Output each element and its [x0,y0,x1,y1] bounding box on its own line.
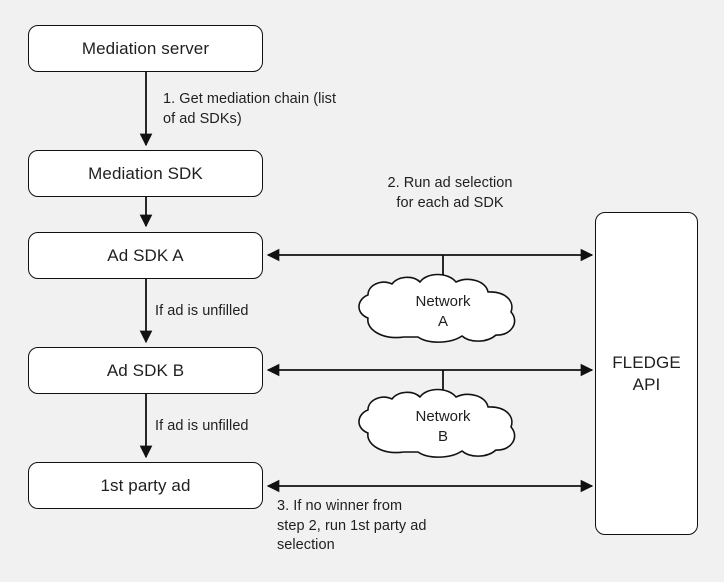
node-mediation-server-label: Mediation server [81,38,210,58]
edge-label-step-2: 2. Run ad selection for each ad SDK [387,175,513,211]
node-mediation-sdk[interactable]: Mediation SDK [28,150,263,197]
node-first-party-ad[interactable]: 1st party ad [28,462,263,509]
edge-label-ad-unfilled-b: If ad is unfilled [155,418,249,434]
edge-label-step-1: 1. Get mediation chain (list of ad SDKs) [163,91,337,127]
node-ad-sdk-b[interactable]: Ad SDK B [28,347,263,394]
network-a-cloud-shape [358,273,516,343]
edge-label-step-3: 3. If no winner from step 2, run 1st par… [277,498,427,554]
node-mediation-server[interactable]: Mediation server [28,25,263,72]
node-mediation-sdk-label: Mediation SDK [88,163,203,183]
node-fledge-api[interactable]: FLEDGE API [595,212,698,535]
node-fledge-api-label: FLEDGE API [612,353,681,394]
node-ad-sdk-b-label: Ad SDK B [106,360,185,380]
node-ad-sdk-a[interactable]: Ad SDK A [28,232,263,279]
network-b-cloud-shape [358,388,516,458]
node-ad-sdk-a-label: Ad SDK A [107,245,184,265]
edge-label-ad-unfilled-a: If ad is unfilled [155,303,249,319]
node-first-party-ad-label: 1st party ad [100,475,191,495]
